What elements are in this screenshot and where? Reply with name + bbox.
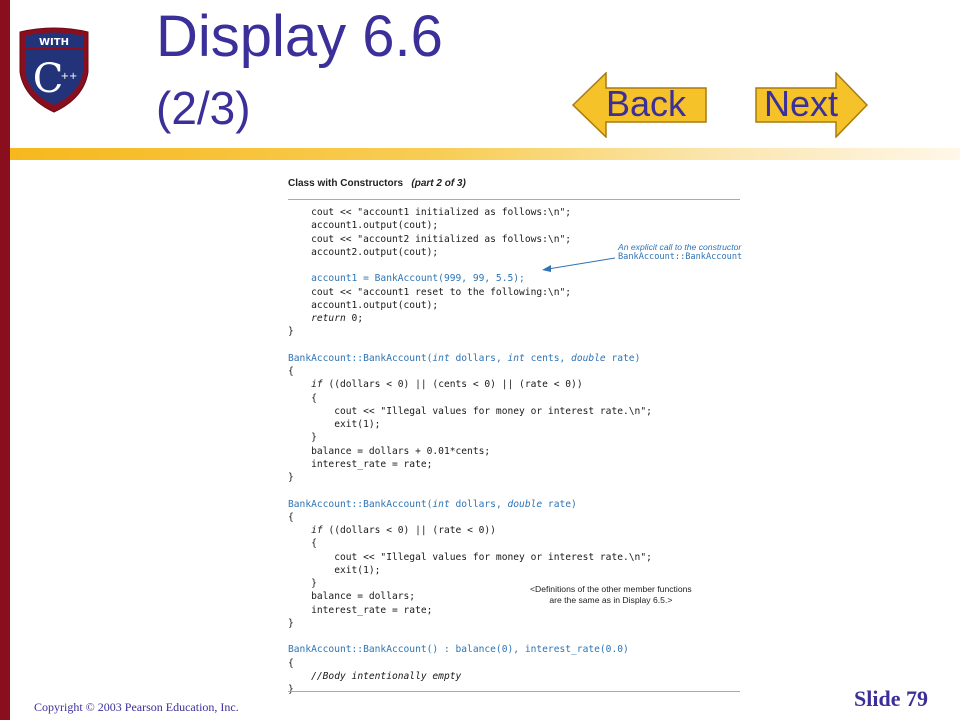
- cpp-logo: WITH C ++: [12, 26, 96, 114]
- code-line: BankAccount::BankAccount() : balance(0),…: [288, 644, 629, 656]
- code-line: interest_rate = rate;: [288, 604, 433, 616]
- code-line: {: [288, 538, 317, 550]
- constructor-annotation: An explicit call to the constructor Bank…: [618, 242, 743, 262]
- next-button[interactable]: Next: [754, 72, 868, 138]
- next-button-label: Next: [764, 83, 839, 124]
- code-line: cout << "account1 initialized as follows…: [288, 207, 572, 218]
- code-line: account1 = BankAccount(999, 99, 5.5);: [288, 273, 525, 285]
- code-line: {: [288, 366, 294, 377]
- code-line: //Body intentionally empty: [311, 670, 462, 682]
- svg-text:C: C: [33, 56, 64, 102]
- code-line: if ((dollars < 0) || (rate < 0)): [311, 525, 496, 536]
- code-line: }: [288, 472, 294, 483]
- code-line: cout << "Illegal values for money or int…: [288, 551, 652, 563]
- code-line: {: [288, 511, 294, 523]
- code-line: balance = dollars + 0.01*cents;: [288, 445, 491, 457]
- code-line: return 0;: [311, 313, 364, 324]
- code-line: }: [288, 578, 317, 589]
- code-line: cout << "account1 reset to the following…: [288, 286, 572, 298]
- code-line: {: [288, 392, 317, 404]
- code-line: account1.output(cout);: [288, 220, 439, 232]
- code-line: cout << "Illegal values for money or int…: [288, 405, 652, 417]
- title-divider: [10, 148, 960, 160]
- back-button[interactable]: Back: [572, 72, 708, 138]
- code-line: }: [288, 432, 317, 444]
- slide-subtitle: (2/3): [156, 82, 251, 134]
- svg-text:++: ++: [61, 71, 78, 82]
- code-line: account1.output(cout);: [288, 299, 439, 311]
- svg-text:WITH: WITH: [39, 37, 69, 48]
- code-listing: cout << "account1 initialized as follows…: [288, 206, 652, 696]
- copyright: Copyright © 2003 Pearson Education, Inc.: [34, 700, 239, 714]
- code-line: {: [288, 657, 294, 669]
- code-line: balance = dollars;: [288, 591, 416, 603]
- left-accent-bar: [0, 0, 10, 720]
- back-button-label: Back: [606, 83, 687, 124]
- code-line: BankAccount::BankAccount(int dollars, in…: [288, 352, 641, 364]
- bottom-rule: [288, 691, 740, 692]
- code-line: exit(1);: [288, 419, 381, 430]
- definitions-annotation: <Definitions of the other member functio…: [530, 584, 692, 605]
- code-line: }: [288, 326, 294, 338]
- code-line: BankAccount::BankAccount(int dollars, do…: [288, 498, 577, 510]
- top-rule: [288, 199, 740, 200]
- code-display: Class with Constructors (part 2 of 3) co…: [288, 178, 743, 696]
- callout-arrow: [542, 257, 616, 272]
- code-line: cout << "account2 initialized as follows…: [288, 233, 572, 245]
- display-heading: Class with Constructors (part 2 of 3): [288, 178, 466, 189]
- code-line: interest_rate = rate;: [288, 458, 433, 470]
- code-line: account2.output(cout);: [288, 246, 439, 258]
- code-line: exit(1);: [288, 564, 381, 576]
- slide-number: Slide 79: [854, 686, 928, 711]
- code-line: if ((dollars < 0) || (cents < 0) || (rat…: [311, 379, 583, 391]
- slide-title: Display 6.6: [156, 4, 443, 69]
- code-line: }: [288, 617, 294, 629]
- next-arrow-icon: [755, 72, 868, 138]
- back-arrow-icon: [572, 72, 707, 138]
- code-line: }: [288, 684, 294, 695]
